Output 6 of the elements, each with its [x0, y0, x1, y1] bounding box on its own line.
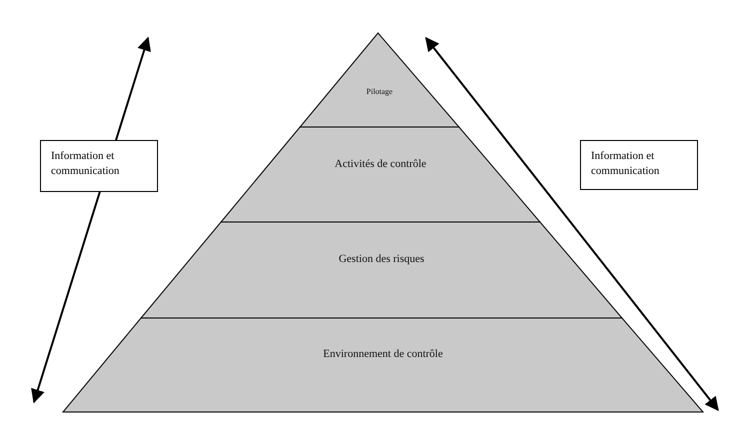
layer-label: Pilotage	[365, 87, 394, 96]
text-box: Information et communication	[580, 140, 698, 190]
layer-label: Activités de contrôle	[334, 158, 428, 170]
text-box: Information et communication	[40, 140, 158, 192]
layer-label: Environnement de contrôle	[322, 348, 444, 360]
layer-label: Gestion des risques	[338, 252, 426, 265]
